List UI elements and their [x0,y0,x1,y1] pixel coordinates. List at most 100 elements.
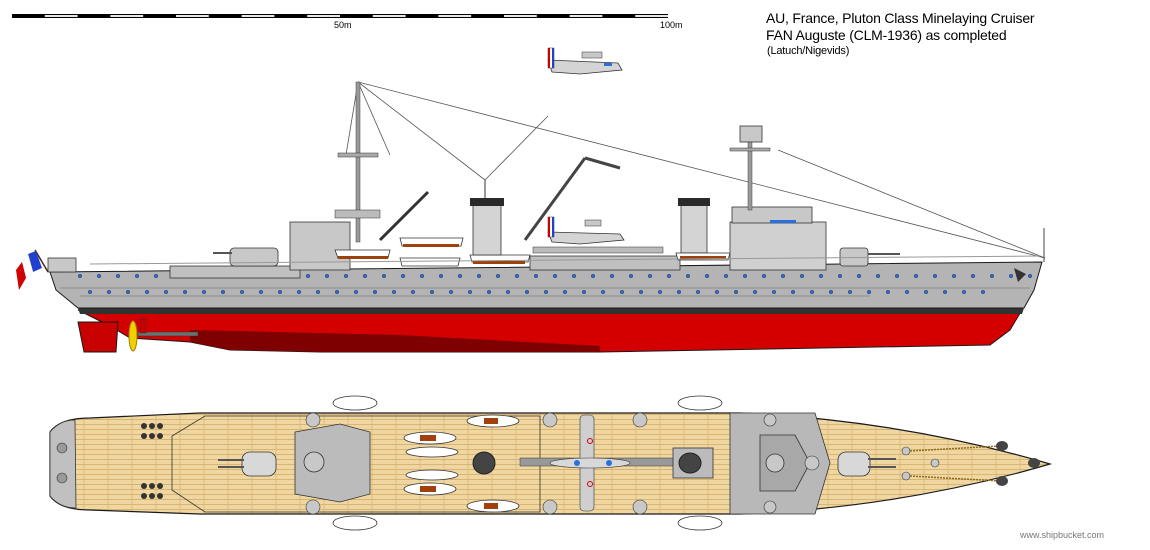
forward-turret-plan [837,451,871,477]
porthole [591,274,596,279]
anchor-gear [901,441,1040,486]
porthole [620,290,625,295]
porthole [943,290,948,295]
porthole [182,290,187,295]
porthole [325,274,330,279]
porthole [810,290,815,295]
scale-segment-light [110,15,144,17]
mainmast [355,81,361,243]
porthole [77,274,82,279]
porthole [525,290,530,295]
flying-seaplane [547,47,623,75]
porthole [696,290,701,295]
aft-turret [229,247,279,267]
scale-segment-light [176,15,209,17]
stern-gun-mount [56,472,68,484]
porthole [373,290,378,295]
porthole [201,290,206,295]
porthole [439,274,444,279]
french-ensign [16,249,49,290]
porthole [667,274,672,279]
shaft-bracket [139,318,147,334]
porthole [867,290,872,295]
portholes [77,274,1032,295]
porthole [363,274,368,279]
porthole [800,274,805,279]
title-line-3: (Latuch/Nigevids) [767,45,850,57]
porthole [772,290,777,295]
porthole [1009,274,1014,279]
aa-director [303,451,325,473]
porthole [87,290,92,295]
title-line-2: FAN Auguste (CLM-1936) as completed [766,27,1007,43]
porthole [144,290,149,295]
porthole [306,274,311,279]
porthole [563,290,568,295]
porthole [952,274,957,279]
porthole [1027,274,1032,279]
title-line-1: AU, France, Pluton Class Minelaying Crui… [766,10,1035,26]
scale-segment-light [569,15,603,17]
porthole [468,290,473,295]
hull-underbody-shade [190,330,600,352]
porthole [515,274,520,279]
aft-superstructure-plan [294,423,371,503]
aircraft-crane-arm [584,156,621,170]
scale-segment-light [438,15,472,17]
porthole [895,274,900,279]
porthole [658,290,663,295]
porthole [876,274,881,279]
porthole [905,290,910,295]
porthole [829,290,834,295]
top-down-plan-view [49,395,1053,531]
porthole [106,290,111,295]
mainmast-platform [337,152,379,158]
scale-segment-light [241,15,275,17]
deck-railing [89,255,1041,265]
porthole [506,290,511,295]
porthole [496,274,501,279]
porthole [848,290,853,295]
seaplane-on-catapult [547,216,625,245]
scale-label-50m: 50m [334,20,352,30]
ship-boat [399,257,461,267]
porthole [354,290,359,295]
side-profile-view [16,81,1046,353]
porthole [990,274,995,279]
scale-bar [12,14,668,18]
forward-director-plan [765,453,785,473]
scale-segment-light [44,15,78,17]
boats-plan [332,395,723,531]
porthole [553,274,558,279]
quarterdeck-house [47,257,77,273]
porthole [220,290,225,295]
porthole [572,274,577,279]
porthole [933,274,938,279]
scale-segment-light [307,15,340,17]
porthole [791,290,796,295]
porthole [163,290,168,295]
foremast-platform [729,147,771,152]
scale-segment [77,14,144,18]
porthole [971,274,976,279]
porthole [715,290,720,295]
porthole [886,290,891,295]
aft-funnel-plan [678,452,702,474]
boat-keel [338,256,388,259]
scale-label-100m: 100m [660,20,683,30]
credit-text: www.shipbucket.com [1020,530,1105,540]
porthole [819,274,824,279]
porthole [981,290,986,295]
funnel-cap [678,198,710,206]
fore-funnel-plan [472,451,496,475]
porthole [316,290,321,295]
depth-charge-racks [141,423,163,499]
porthole [297,290,302,295]
fore-funnel [472,202,502,256]
porthole [335,290,340,295]
porthole [420,274,425,279]
mainmast-platform-lower [334,209,381,219]
porthole [239,290,244,295]
propeller-shaft [137,331,199,337]
